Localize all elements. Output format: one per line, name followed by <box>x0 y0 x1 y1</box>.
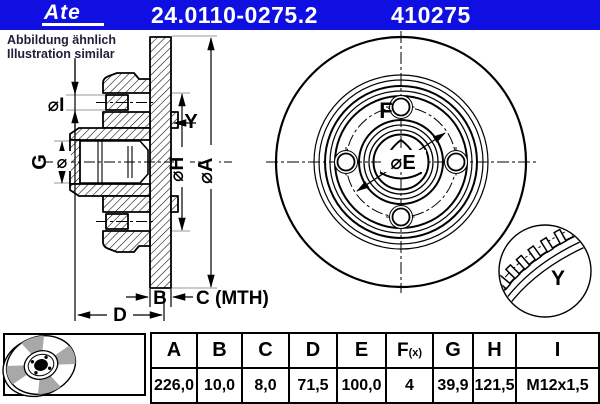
label-y: Y <box>184 111 198 133</box>
ate-logo: Ate <box>44 1 81 24</box>
dimensions-table: A B C D E F(x) G H I 226,0 10,0 8,0 71,5… <box>150 332 600 404</box>
header-bar: 24.0110-0275.2 410275 <box>0 0 600 30</box>
serration-detail <box>500 226 586 310</box>
header-h: H <box>472 332 517 369</box>
label-dia-i: ⌀I <box>48 95 65 116</box>
header-d: D <box>288 332 338 369</box>
label-b: B <box>153 288 167 309</box>
section-hatched-solids <box>69 36 179 289</box>
section-centerlines <box>44 102 232 222</box>
value-c: 8,0 <box>241 367 290 404</box>
detail-view-y: Y <box>498 224 592 318</box>
value-b: 10,0 <box>196 367 243 404</box>
label-dia-a: ⌀A <box>195 158 217 184</box>
value-fx: 4 <box>385 367 434 404</box>
illustration-similar-note: Abbildung ähnlich Illustration similar <box>7 33 116 61</box>
value-h: 121,5 <box>472 367 517 404</box>
value-d: 71,5 <box>288 367 338 404</box>
value-e: 100,0 <box>336 367 387 404</box>
header-c: C <box>241 332 290 369</box>
label-diameter-sign: ⌀ <box>57 152 68 172</box>
wheel-bolt-holes <box>334 95 468 229</box>
section-view: ⌀I G ⌀ Y ⌀H ⌀A B C (MTH) D <box>29 35 269 326</box>
table-value-row: 226,0 10,0 8,0 71,5 100,0 4 39,9 121,5 M… <box>150 367 600 404</box>
header-i: I <box>515 332 600 369</box>
header-b: B <box>196 332 243 369</box>
label-dia-e: ⌀E <box>390 152 415 174</box>
header-a: A <box>150 332 198 369</box>
label-f: F <box>379 98 392 123</box>
value-i: M12x1,5 <box>515 367 600 404</box>
header-fx-main: F <box>396 339 409 361</box>
header-g: G <box>432 332 474 369</box>
mini-illustration-box <box>3 333 146 396</box>
reference-number: 410275 <box>391 2 471 28</box>
front-view: F ⌀E <box>266 31 537 293</box>
label-d: D <box>113 305 127 326</box>
part-number: 24.0110-0275.2 <box>151 2 318 28</box>
value-a: 226,0 <box>150 367 198 404</box>
value-g: 39,9 <box>432 367 474 404</box>
dia-e-label-bg <box>381 150 426 172</box>
note-line-de: Abbildung ähnlich <box>7 33 117 47</box>
label-backgrounds <box>53 145 219 324</box>
label-dia-h: ⌀H <box>167 157 188 182</box>
table-header-row: A B C D E F(x) G H I <box>150 332 600 369</box>
disc-outer-diameter <box>274 35 528 289</box>
label-detail-y: Y <box>551 267 565 290</box>
label-c-mth: C (MTH) <box>196 288 269 309</box>
label-g: G <box>29 154 51 170</box>
header-fx: F(x) <box>385 332 434 369</box>
ate-logo-underline <box>42 23 104 26</box>
header-fx-small: (x) <box>408 346 423 359</box>
header-e: E <box>336 332 387 369</box>
note-line-en: Illustration similar <box>7 47 115 61</box>
